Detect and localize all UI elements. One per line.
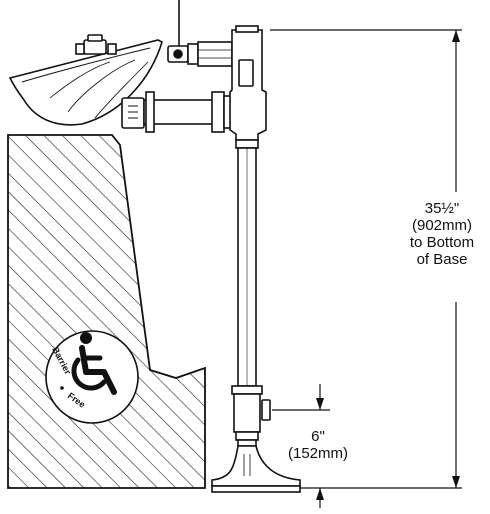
wheelchair-icon bbox=[71, 332, 117, 395]
height-dimension-metric: (902mm) bbox=[411, 217, 472, 234]
wall-section bbox=[7, 134, 206, 489]
upper-valve-assembly bbox=[167, 41, 233, 67]
drain-pipe-assembly bbox=[121, 91, 235, 133]
pedestal-base bbox=[211, 439, 301, 493]
barrier-free-badge: Barrier Free bbox=[45, 330, 139, 424]
eyewash-bowl bbox=[8, 34, 163, 126]
height-dimension bbox=[270, 29, 462, 489]
pedestal-body bbox=[229, 25, 267, 149]
base-dimension-imperial: 6" bbox=[311, 428, 325, 445]
height-dimension-label: 35½" (902mm) to Bottom of Base bbox=[394, 200, 490, 268]
vertical-pipe bbox=[231, 147, 271, 441]
height-dimension-note-1: to Bottom bbox=[409, 234, 475, 251]
height-dimension-imperial: 35½" bbox=[424, 200, 460, 217]
base-dimension bbox=[272, 384, 330, 508]
base-dimension-label: 6" (152mm) bbox=[272, 428, 364, 462]
base-dimension-metric: (152mm) bbox=[287, 445, 348, 462]
height-dimension-note-2: of Base bbox=[416, 251, 468, 268]
